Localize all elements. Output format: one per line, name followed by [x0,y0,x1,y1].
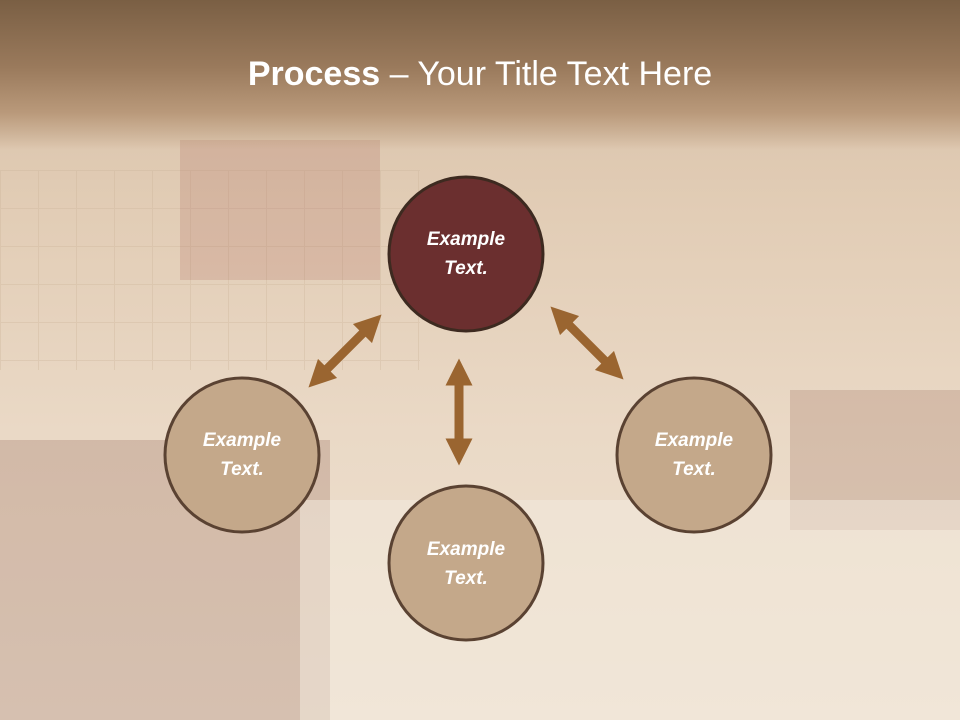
title-bar [0,0,960,150]
slide-title[interactable]: Process – Your Title Text Here [0,52,960,96]
node-right-line2: Text. [672,459,716,480]
node-left-label: Example Text. [167,426,317,484]
node-bottom-line2: Text. [444,568,488,589]
title-rest: Your Title Text Here [417,55,713,93]
node-bottom-circle[interactable] [387,484,545,642]
node-right-line1: Example [654,430,734,451]
node-right-label: Example Text. [619,426,769,484]
node-top-line1: Example [426,229,506,250]
node-left-line1: Example [202,430,282,451]
node-right-circle[interactable] [615,376,773,534]
node-top-circle[interactable] [387,175,545,333]
node-bottom-line1: Example [426,539,506,560]
node-bottom-label: Example Text. [391,535,541,593]
title-dash: – [380,55,418,93]
node-top-line2: Text. [444,258,488,279]
title-bold: Process [247,55,381,93]
node-top-label: Example Text. [391,225,541,283]
node-left-circle[interactable] [163,376,321,534]
background-hood [180,140,380,280]
node-left-line2: Text. [220,459,264,480]
arrow-top-left [308,314,382,388]
arrow-top-right [550,306,624,380]
